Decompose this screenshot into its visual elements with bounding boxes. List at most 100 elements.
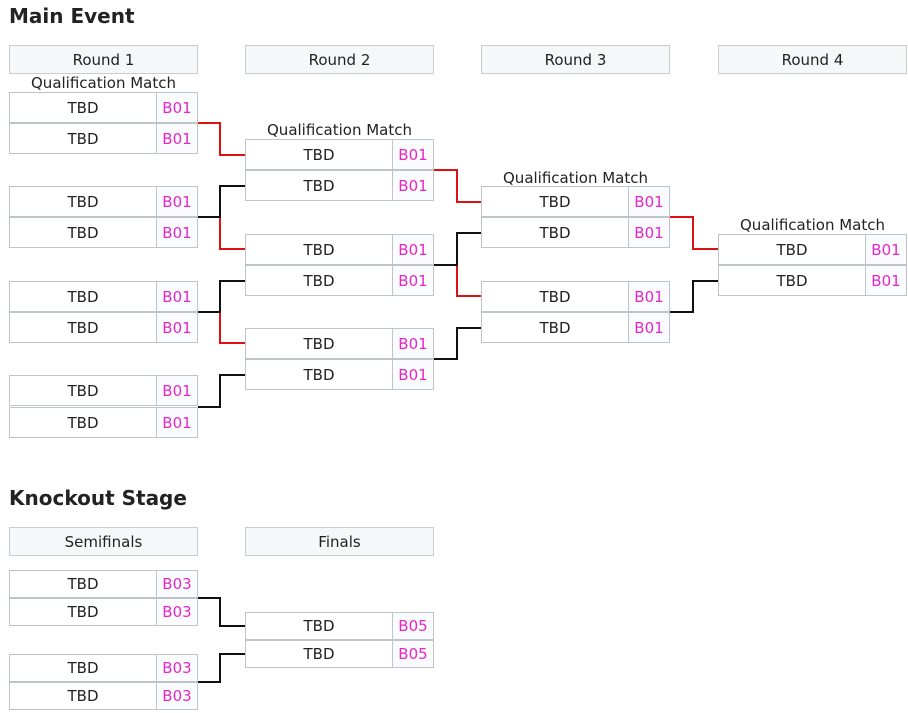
- match-label: Qualification Match: [31, 74, 176, 92]
- team-slot[interactable]: TBD B03: [9, 682, 198, 710]
- connector-line: [198, 597, 246, 627]
- team-name: TBD: [303, 240, 335, 259]
- round-3-header[interactable]: Round 3: [481, 45, 670, 74]
- team-name: TBD: [67, 575, 99, 593]
- best-of-label: B01: [156, 124, 197, 153]
- best-of-label: B05: [392, 613, 433, 639]
- team-slot[interactable]: TBD B03: [9, 570, 198, 598]
- team-slot[interactable]: TBD B05: [245, 612, 434, 640]
- team-name: TBD: [303, 271, 335, 290]
- best-of-label: B01: [628, 187, 669, 216]
- best-of-label: B01: [156, 218, 197, 247]
- best-of-label: B01: [628, 282, 669, 311]
- team-name: TBD: [539, 287, 571, 306]
- team-slot[interactable]: TBD B01: [481, 217, 670, 248]
- match-label: Qualification Match: [503, 169, 648, 187]
- best-of-label: B01: [392, 360, 433, 389]
- round-1-header[interactable]: Round 1: [9, 45, 198, 74]
- team-slot[interactable]: TBD B01: [245, 139, 434, 170]
- best-of-label: B03: [156, 683, 197, 709]
- team-name: TBD: [539, 192, 571, 211]
- match-label: Qualification Match: [740, 216, 885, 234]
- connector-line: [198, 185, 246, 218]
- best-of-label: B01: [628, 313, 669, 342]
- team-slot[interactable]: TBD B01: [9, 186, 198, 217]
- team-name: TBD: [539, 223, 571, 242]
- team-slot[interactable]: TBD B01: [9, 123, 198, 154]
- team-slot[interactable]: TBD B01: [718, 234, 907, 265]
- best-of-label: B03: [156, 571, 197, 597]
- team-slot[interactable]: TBD B01: [481, 281, 670, 312]
- team-slot[interactable]: TBD B01: [245, 359, 434, 390]
- team-slot[interactable]: TBD B01: [245, 265, 434, 296]
- team-slot[interactable]: TBD B01: [9, 407, 198, 438]
- connector-line: [198, 374, 246, 408]
- best-of-label: B01: [156, 313, 197, 342]
- team-name: TBD: [67, 413, 99, 432]
- best-of-label: B01: [156, 376, 197, 405]
- team-slot[interactable]: TBD B03: [9, 654, 198, 682]
- connector-line: [434, 264, 482, 297]
- team-slot[interactable]: TBD B01: [245, 234, 434, 265]
- best-of-label: B05: [392, 641, 433, 667]
- knockout-stage-title: Knockout Stage: [9, 486, 187, 510]
- connector-line: [434, 232, 482, 266]
- team-slot[interactable]: TBD B01: [9, 92, 198, 123]
- team-name: TBD: [539, 318, 571, 337]
- team-slot[interactable]: TBD B01: [718, 265, 907, 296]
- best-of-label: B01: [628, 218, 669, 247]
- best-of-label: B01: [392, 171, 433, 200]
- team-slot[interactable]: TBD B01: [9, 312, 198, 343]
- team-name: TBD: [303, 176, 335, 195]
- best-of-label: B03: [156, 599, 197, 625]
- team-name: TBD: [776, 271, 808, 290]
- team-name: TBD: [67, 381, 99, 400]
- team-slot[interactable]: TBD B01: [9, 217, 198, 248]
- best-of-label: B01: [156, 408, 197, 437]
- main-event-title: Main Event: [9, 4, 135, 28]
- team-slot[interactable]: TBD B01: [481, 186, 670, 217]
- best-of-label: B01: [156, 93, 197, 122]
- best-of-label: B01: [865, 235, 906, 264]
- team-name: TBD: [67, 318, 99, 337]
- team-slot[interactable]: TBD B01: [9, 375, 198, 406]
- connector-line: [434, 327, 482, 360]
- finals-header[interactable]: Finals: [245, 527, 434, 556]
- team-name: TBD: [67, 687, 99, 705]
- best-of-label: B01: [392, 329, 433, 358]
- best-of-label: B01: [392, 266, 433, 295]
- team-name: TBD: [67, 223, 99, 242]
- best-of-label: B03: [156, 655, 197, 681]
- match-label: Qualification Match: [267, 121, 412, 139]
- team-slot[interactable]: TBD B01: [245, 170, 434, 201]
- connector-line: [198, 311, 246, 344]
- team-name: TBD: [776, 240, 808, 259]
- connector-line: [198, 280, 246, 313]
- team-name: TBD: [303, 145, 335, 164]
- best-of-label: B01: [156, 282, 197, 311]
- connector-line: [198, 122, 246, 156]
- connector-line: [670, 216, 719, 250]
- team-name: TBD: [67, 659, 99, 677]
- team-name: TBD: [303, 365, 335, 384]
- team-name: TBD: [303, 617, 335, 635]
- best-of-label: B01: [392, 140, 433, 169]
- connector-line: [198, 216, 246, 250]
- connector-line: [198, 653, 246, 683]
- best-of-label: B01: [865, 266, 906, 295]
- team-slot[interactable]: TBD B01: [481, 312, 670, 343]
- team-name: TBD: [67, 129, 99, 148]
- team-name: TBD: [67, 98, 99, 117]
- team-name: TBD: [303, 334, 335, 353]
- team-slot[interactable]: TBD B01: [245, 328, 434, 359]
- round-2-header[interactable]: Round 2: [245, 45, 434, 74]
- team-name: TBD: [67, 192, 99, 211]
- connector-line: [670, 280, 719, 313]
- best-of-label: B01: [156, 187, 197, 216]
- semifinals-header[interactable]: Semifinals: [9, 527, 198, 556]
- round-4-header[interactable]: Round 4: [718, 45, 907, 74]
- best-of-label: B01: [392, 235, 433, 264]
